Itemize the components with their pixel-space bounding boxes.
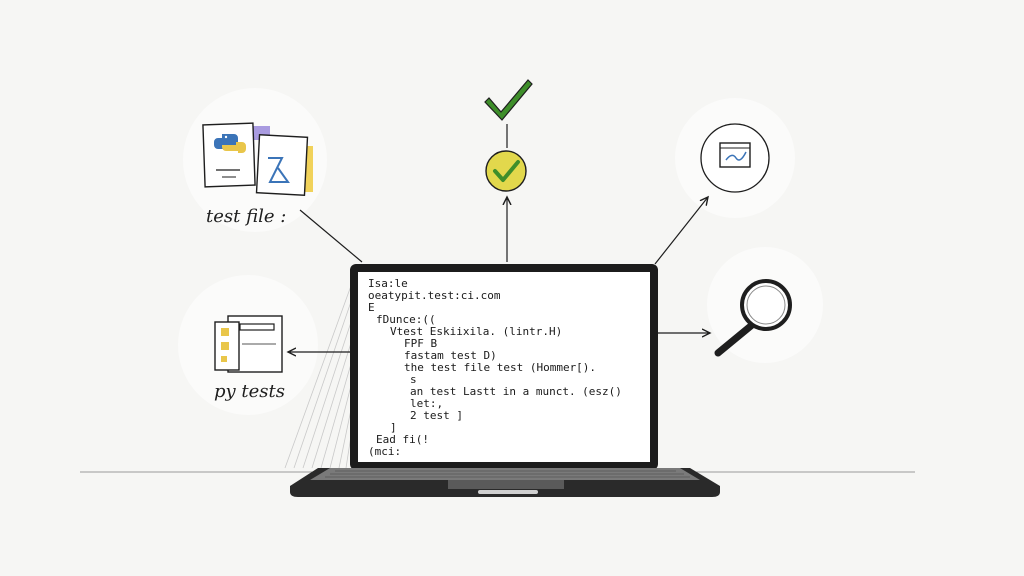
python-logo	[214, 134, 246, 153]
py-tests-label: py tests	[214, 381, 285, 402]
folder-document-icon	[214, 315, 283, 373]
laptop-screen	[358, 272, 650, 462]
code-line: ]	[390, 421, 397, 434]
laptop-notch	[478, 490, 538, 494]
checkmark-icon	[484, 79, 533, 121]
magnifier-icon	[714, 279, 792, 357]
code-line: an test Lastt in a munct. (esz()	[410, 385, 622, 398]
code-line: fastam test D)	[404, 349, 497, 362]
python-document-icon	[202, 122, 313, 196]
check-circle-icon	[485, 150, 527, 192]
code-line: Isa:le	[368, 277, 408, 290]
test-file-label: test file :	[206, 206, 286, 227]
keyboard	[325, 470, 690, 478]
chart-circle-icon	[700, 123, 770, 193]
code-line: Ead fi(!	[376, 433, 429, 446]
code-line: oeatypit.test:ci.com	[368, 289, 501, 302]
code-line: 2 test ]	[410, 409, 463, 422]
trackpad	[448, 480, 564, 489]
code-line: fDunce:((	[376, 313, 436, 326]
arrow-to-chart-circle	[654, 197, 708, 265]
arrow-to-test-file	[299, 209, 363, 263]
code-line: Vtest Eskiixila. (lintr.H)	[390, 325, 562, 338]
laptop	[290, 264, 720, 497]
code-line: s	[410, 373, 417, 386]
connectors	[288, 124, 710, 352]
code-line: E	[368, 301, 375, 314]
code-block: Isa:le oeatypit.test:ci.com E fDunce:(( …	[368, 277, 622, 458]
code-line: (mci:	[368, 445, 401, 458]
code-line: FPF B	[404, 337, 437, 350]
code-line: the test file test (Hommer[).	[404, 361, 596, 374]
code-line: let:,	[410, 397, 443, 410]
